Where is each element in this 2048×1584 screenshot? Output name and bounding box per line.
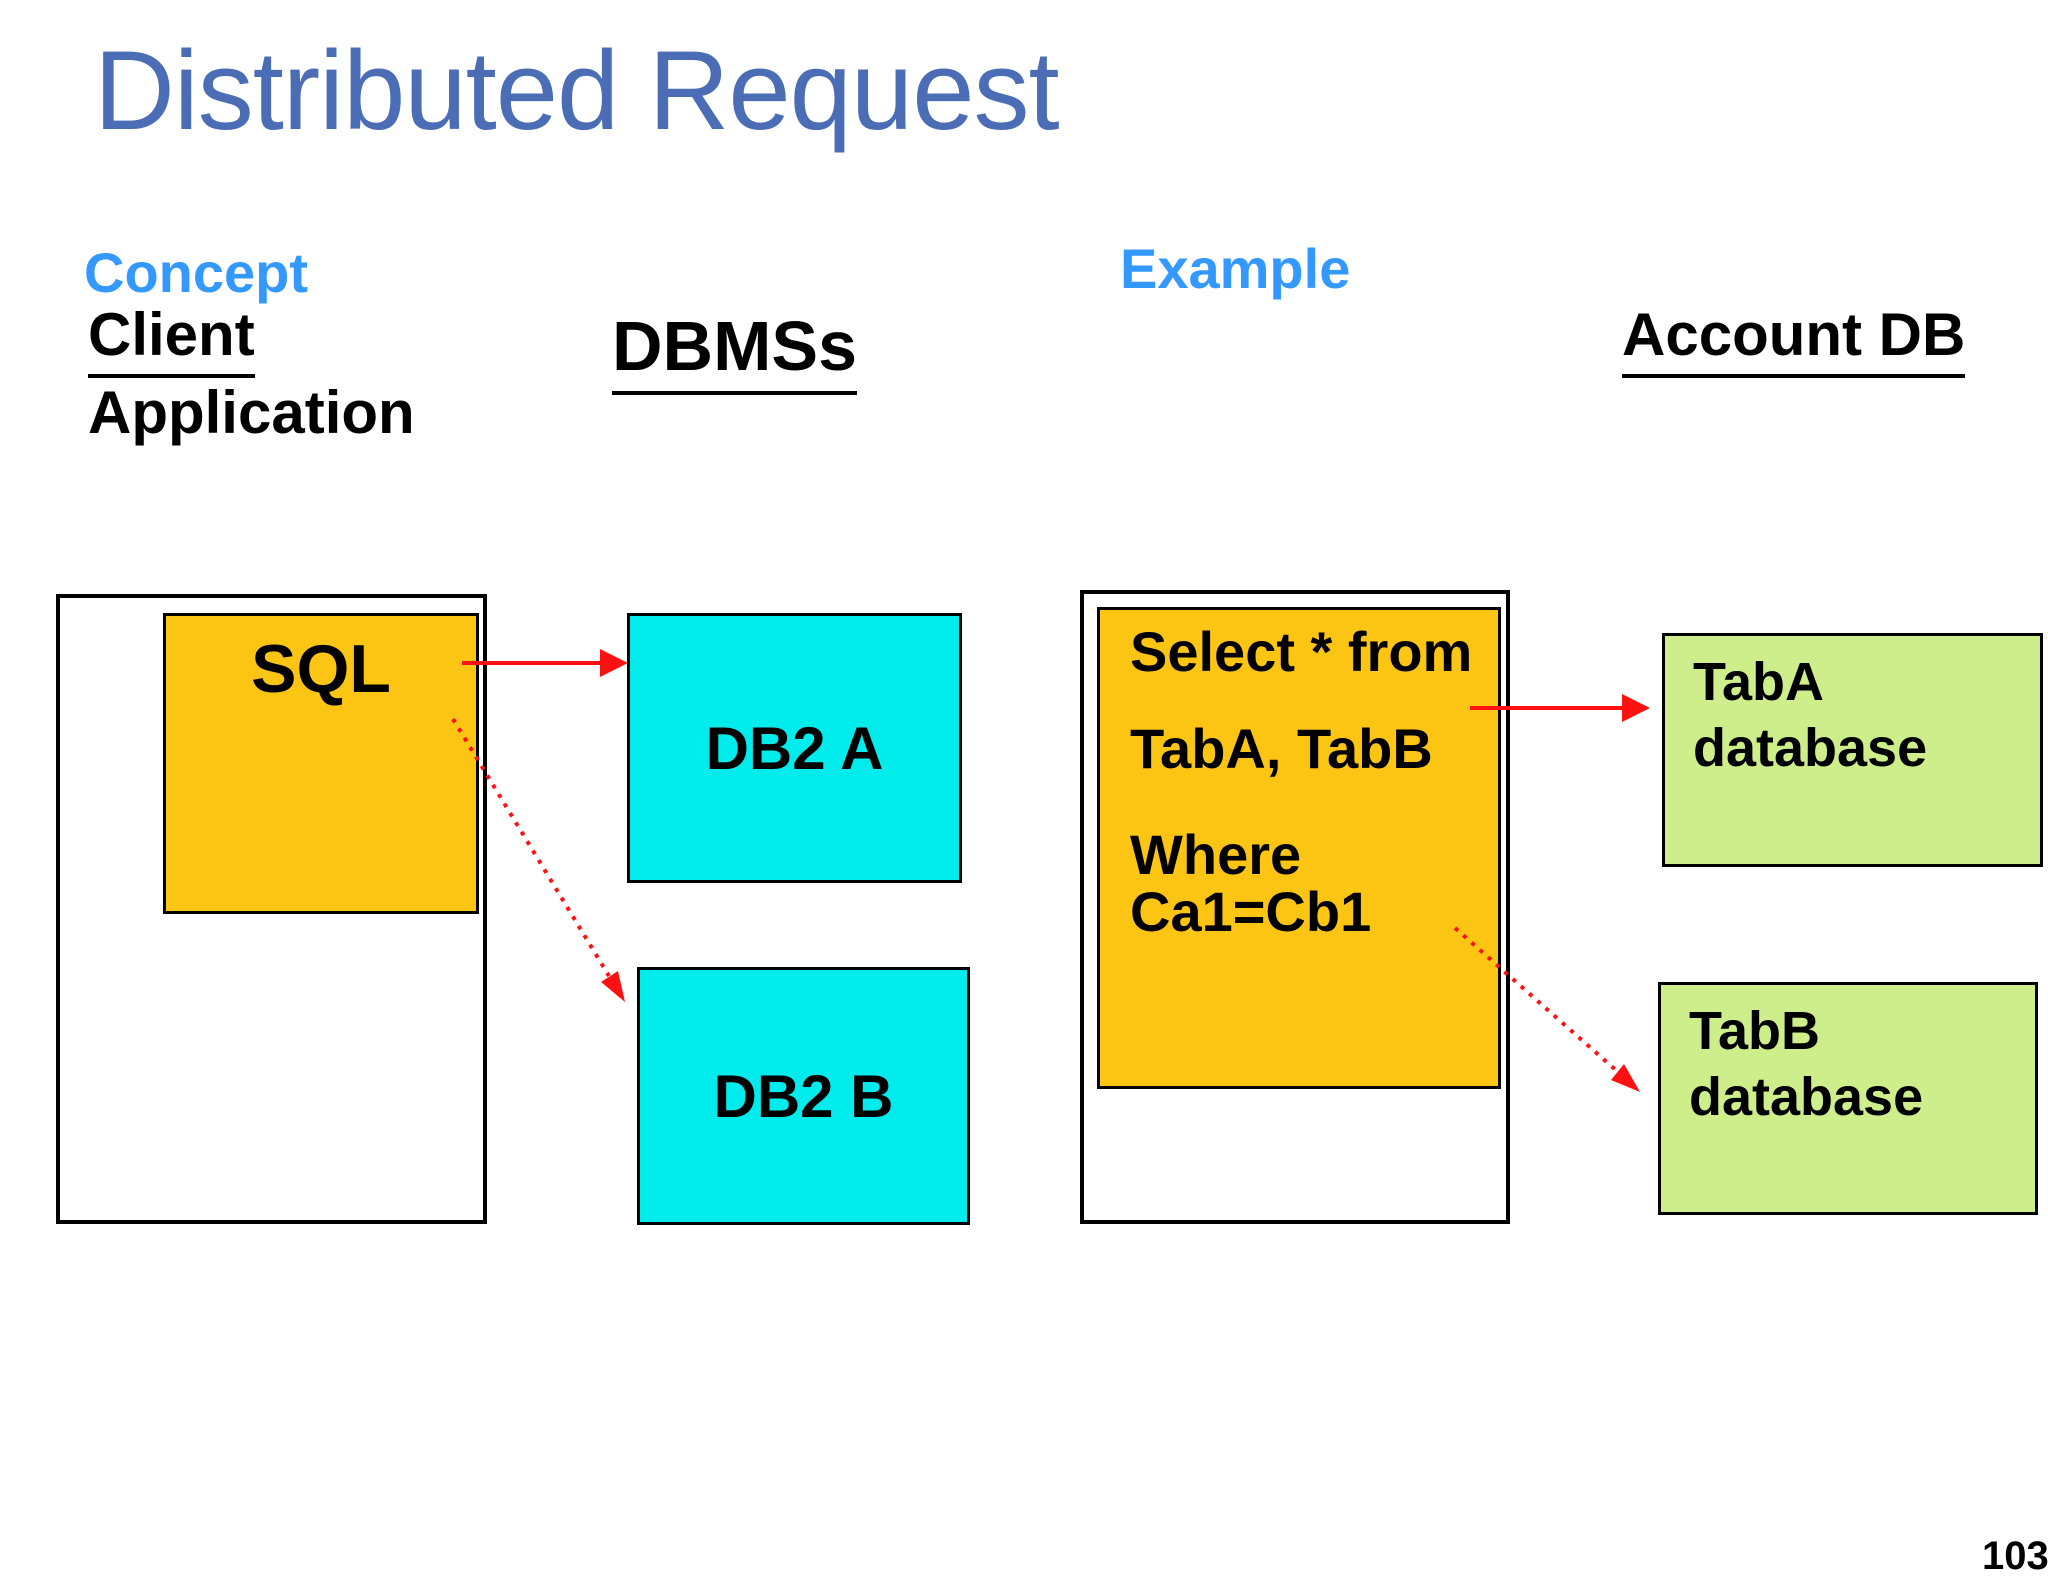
tabb-database-box: TabB database (1658, 982, 2038, 1215)
db2-a-label: DB2 A (705, 714, 884, 782)
db2-b-box: DB2 B (637, 967, 970, 1225)
sql-box-label: SQL (251, 631, 391, 707)
query-box: Select * from TabA, TabB Where Ca1=Cb1 (1097, 607, 1501, 1089)
slide-title: Distributed Request (94, 28, 1060, 153)
account-db-header: Account DB (1622, 300, 1966, 378)
client-label-line1: Client (88, 300, 255, 378)
db2-a-box: DB2 A (627, 613, 962, 883)
db2-b-label: DB2 B (713, 1062, 894, 1130)
client-label-line2: Application (88, 378, 415, 446)
account-db-header-text: Account DB (1622, 300, 1966, 378)
taba-database-label-line1: TabA (1693, 652, 1824, 712)
client-application-label: Client Application (88, 300, 415, 447)
dbms-header: DBMSs (612, 306, 858, 396)
taba-database-label-line2: database (1693, 717, 1928, 778)
page-number: 103 (1982, 1534, 2048, 1578)
concept-section-label: Concept (84, 241, 308, 304)
query-line-1: Select * from (1130, 620, 1473, 683)
query-line-3: Where (1130, 823, 1302, 886)
taba-database-box: TabA database (1662, 633, 2043, 867)
tabb-database-label-line1: TabB (1689, 1001, 1820, 1061)
query-line-2: TabA, TabB (1130, 717, 1433, 780)
query-line-4: Ca1=Cb1 (1130, 880, 1372, 943)
sql-box: SQL (163, 613, 479, 914)
dbms-header-text: DBMSs (612, 306, 858, 396)
tabb-database-label-line2: database (1689, 1066, 1924, 1127)
example-section-label: Example (1120, 237, 1351, 300)
